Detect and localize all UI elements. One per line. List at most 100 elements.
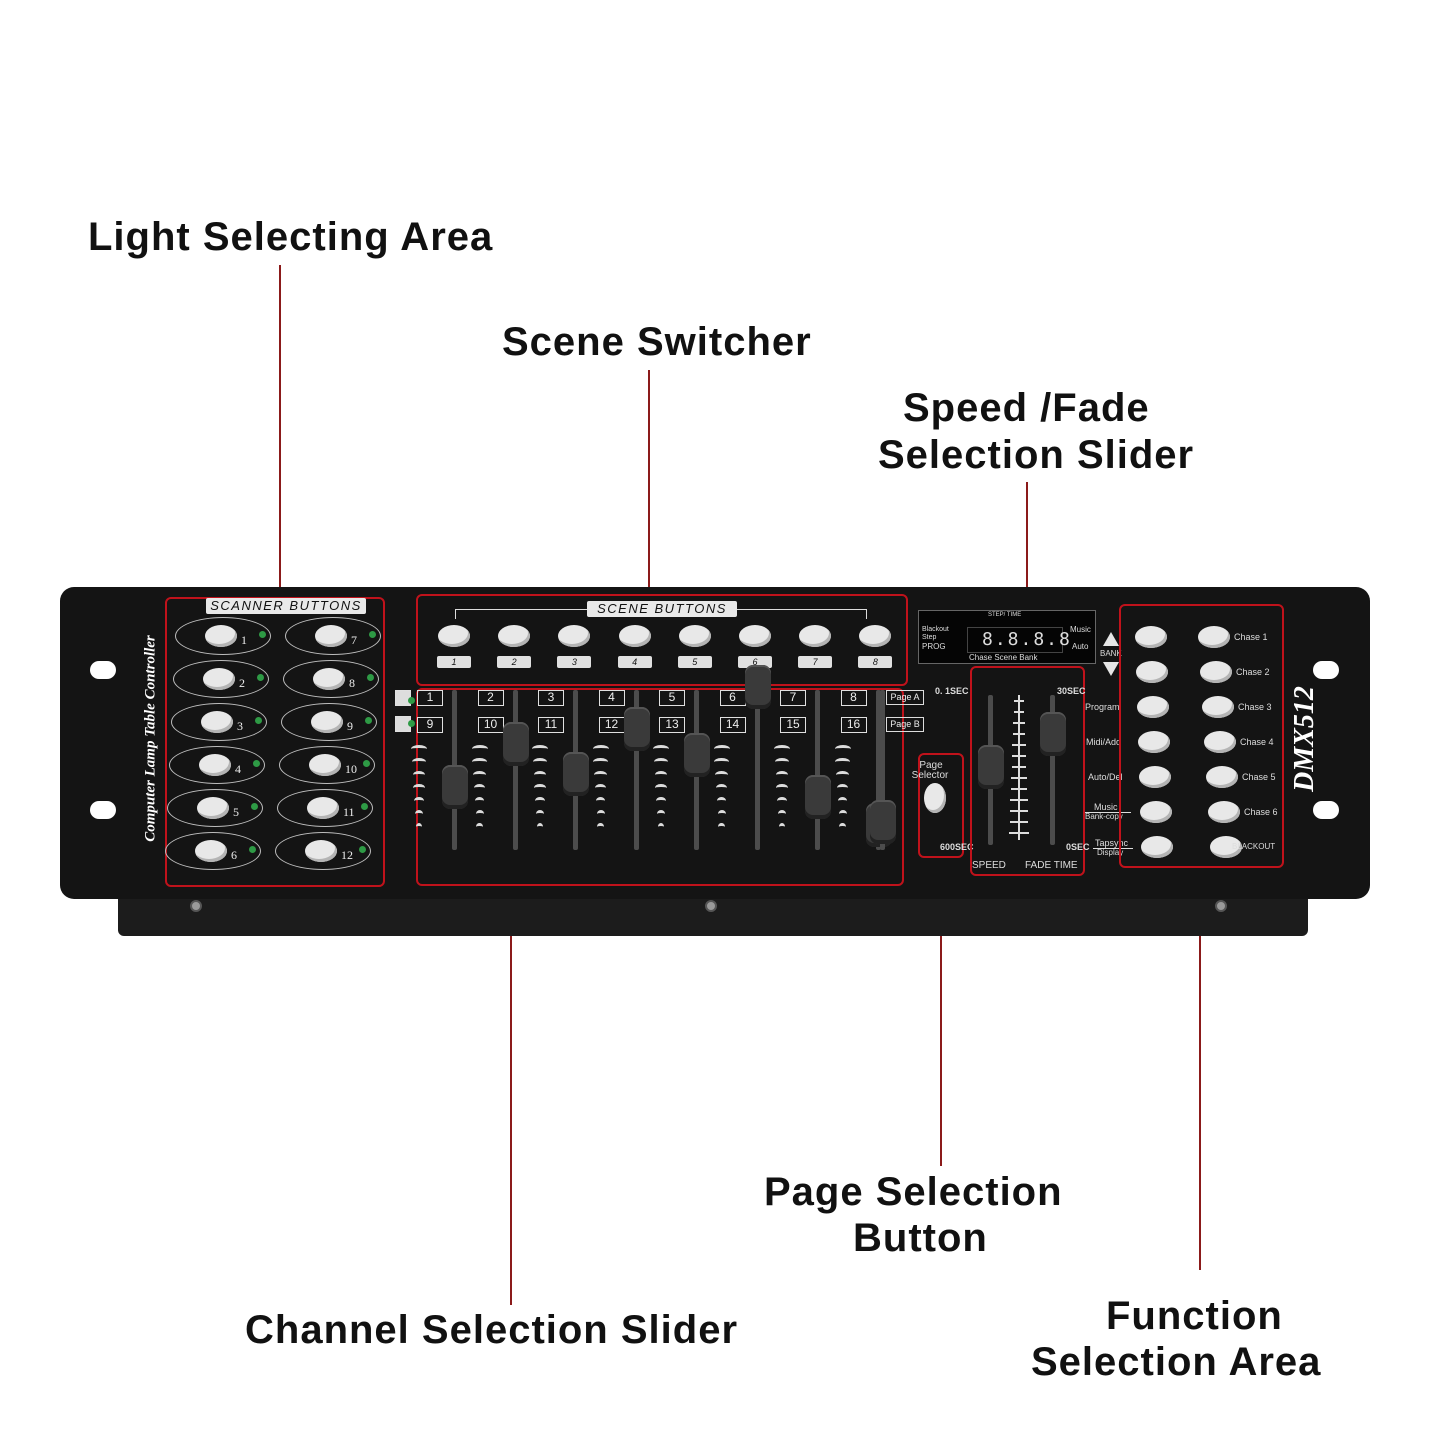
channel-slider-knob-2[interactable]: [502, 722, 529, 766]
scanner-button-3[interactable]: [201, 711, 233, 733]
function-button-left-5[interactable]: [1139, 766, 1171, 788]
scale-arc: [837, 797, 848, 805]
function-button-1[interactable]: [1198, 626, 1230, 648]
scene-button-6[interactable]: [739, 625, 771, 647]
connector-page: [940, 858, 942, 1166]
scale-tick: [1012, 755, 1026, 757]
function-button-left-1[interactable]: [1135, 626, 1167, 648]
function-button-7[interactable]: [1210, 836, 1242, 858]
scene-button-2[interactable]: [498, 625, 531, 647]
page-selector-line1: Page: [919, 760, 943, 771]
callout-light-selecting-area: Light Selecting Area: [88, 215, 494, 259]
scale-tick: [1011, 777, 1027, 779]
mode-program: Program: [1085, 702, 1120, 712]
fade-time-label: FADE TIME: [1025, 860, 1078, 871]
mode-bank-copy: Bank-copy: [1085, 812, 1123, 821]
function-button-left-4[interactable]: [1138, 731, 1170, 753]
scene-button-8[interactable]: [859, 625, 892, 647]
scale-tick: [1010, 799, 1028, 801]
callout-page-selection-line1: Page Selection: [764, 1170, 1063, 1214]
scanner-number-3: 3: [237, 719, 243, 733]
mode-auto-del: Auto/Del: [1088, 772, 1123, 782]
function-label-2: Chase 2: [1236, 667, 1270, 677]
scene-button-4[interactable]: [618, 625, 651, 647]
scale-tick: [1013, 722, 1025, 724]
scanner-button-6[interactable]: [195, 840, 227, 862]
scanner-button-ring: [281, 703, 377, 741]
scale-arc: [533, 771, 547, 779]
scanner-button-2[interactable]: [203, 668, 235, 690]
channel-box-8: 8: [840, 690, 867, 706]
callout-function-line1: Function: [1106, 1294, 1283, 1338]
scanner-led-6: [249, 846, 256, 853]
scene-button-7[interactable]: [799, 625, 832, 647]
scale-arc: [475, 810, 484, 818]
bank-up-icon[interactable]: [1103, 632, 1119, 646]
scanner-button-ring: [175, 617, 271, 655]
scale-arc: [838, 810, 847, 818]
fade-slider-knob[interactable]: [1040, 712, 1066, 756]
channel-slider-knob-3[interactable]: [563, 752, 589, 796]
channel-slider-knob-6[interactable]: [744, 665, 771, 709]
channel-box-16: 16: [840, 717, 867, 733]
speed-slider-knob[interactable]: [978, 745, 1004, 789]
scanner-button-5[interactable]: [197, 797, 229, 819]
channel-slider-knob-7[interactable]: [805, 775, 831, 819]
scale-arc: [777, 797, 787, 805]
page-selector-button[interactable]: [924, 783, 946, 813]
screw: [705, 900, 717, 912]
function-button-left-2[interactable]: [1136, 661, 1168, 683]
connector-function: [1199, 868, 1201, 1270]
function-button-left-7[interactable]: [1141, 836, 1173, 858]
scale-arc: [412, 771, 426, 779]
connector-scene: [648, 370, 650, 595]
scanner-button-10[interactable]: [309, 754, 341, 776]
display-prog: PROG: [922, 642, 946, 651]
scene-number-2: 2: [497, 656, 532, 668]
scanner-button-1[interactable]: [205, 625, 237, 647]
channel-slider-knob-1[interactable]: [442, 765, 468, 809]
function-button-left-6[interactable]: [1140, 801, 1172, 823]
scanner-button-9[interactable]: [311, 711, 343, 733]
function-label-7: BLACKOUT: [1232, 842, 1276, 851]
scanner-button-12[interactable]: [305, 840, 337, 862]
function-button-3[interactable]: [1202, 696, 1234, 718]
scanner-number-9: 9: [347, 719, 353, 733]
scanner-button-ring: [171, 703, 267, 741]
function-button-2[interactable]: [1200, 661, 1232, 683]
scanner-button-4[interactable]: [199, 754, 231, 776]
scale-arc: [474, 797, 485, 805]
scale-arc: [653, 758, 669, 766]
channel-box-10: 10: [477, 717, 504, 733]
function-button-5[interactable]: [1206, 766, 1238, 788]
channel-slot: [633, 690, 639, 850]
function-button-6[interactable]: [1208, 801, 1240, 823]
display-bottom-labels: Chase Scene Bank: [969, 653, 1038, 662]
mode-midi-add: Midi/Add: [1086, 737, 1122, 747]
function-button-left-3[interactable]: [1137, 696, 1169, 718]
channel-slider-knob-5[interactable]: [684, 733, 710, 777]
scale-arc: [415, 823, 423, 831]
scene-button-1[interactable]: [438, 625, 470, 647]
scanner-button-11[interactable]: [307, 797, 339, 819]
mount-hole: [90, 661, 116, 679]
scanner-number-5: 5: [233, 805, 239, 819]
scanner-button-7[interactable]: [315, 625, 347, 647]
channel-box-13: 13: [659, 717, 685, 733]
page-led: [408, 720, 415, 727]
scene-number-5: 5: [677, 656, 712, 668]
display-step: Step: [922, 634, 937, 641]
function-button-4[interactable]: [1204, 731, 1236, 753]
channel-slider-knob-extra[interactable]: [870, 800, 896, 844]
highlight-page-selector: [918, 753, 964, 858]
channel-box-4: 4: [598, 690, 625, 706]
channel-slider-knob-4[interactable]: [623, 707, 650, 751]
bank-down-icon[interactable]: [1103, 662, 1119, 676]
page-led: [408, 697, 415, 704]
mode-display: Display: [1097, 848, 1124, 857]
scanner-number-12: 12: [341, 848, 353, 862]
scene-button-3[interactable]: [558, 625, 591, 647]
scene-button-5[interactable]: [678, 625, 711, 647]
scale-tick: [1012, 744, 1026, 746]
scanner-button-8[interactable]: [313, 668, 345, 690]
